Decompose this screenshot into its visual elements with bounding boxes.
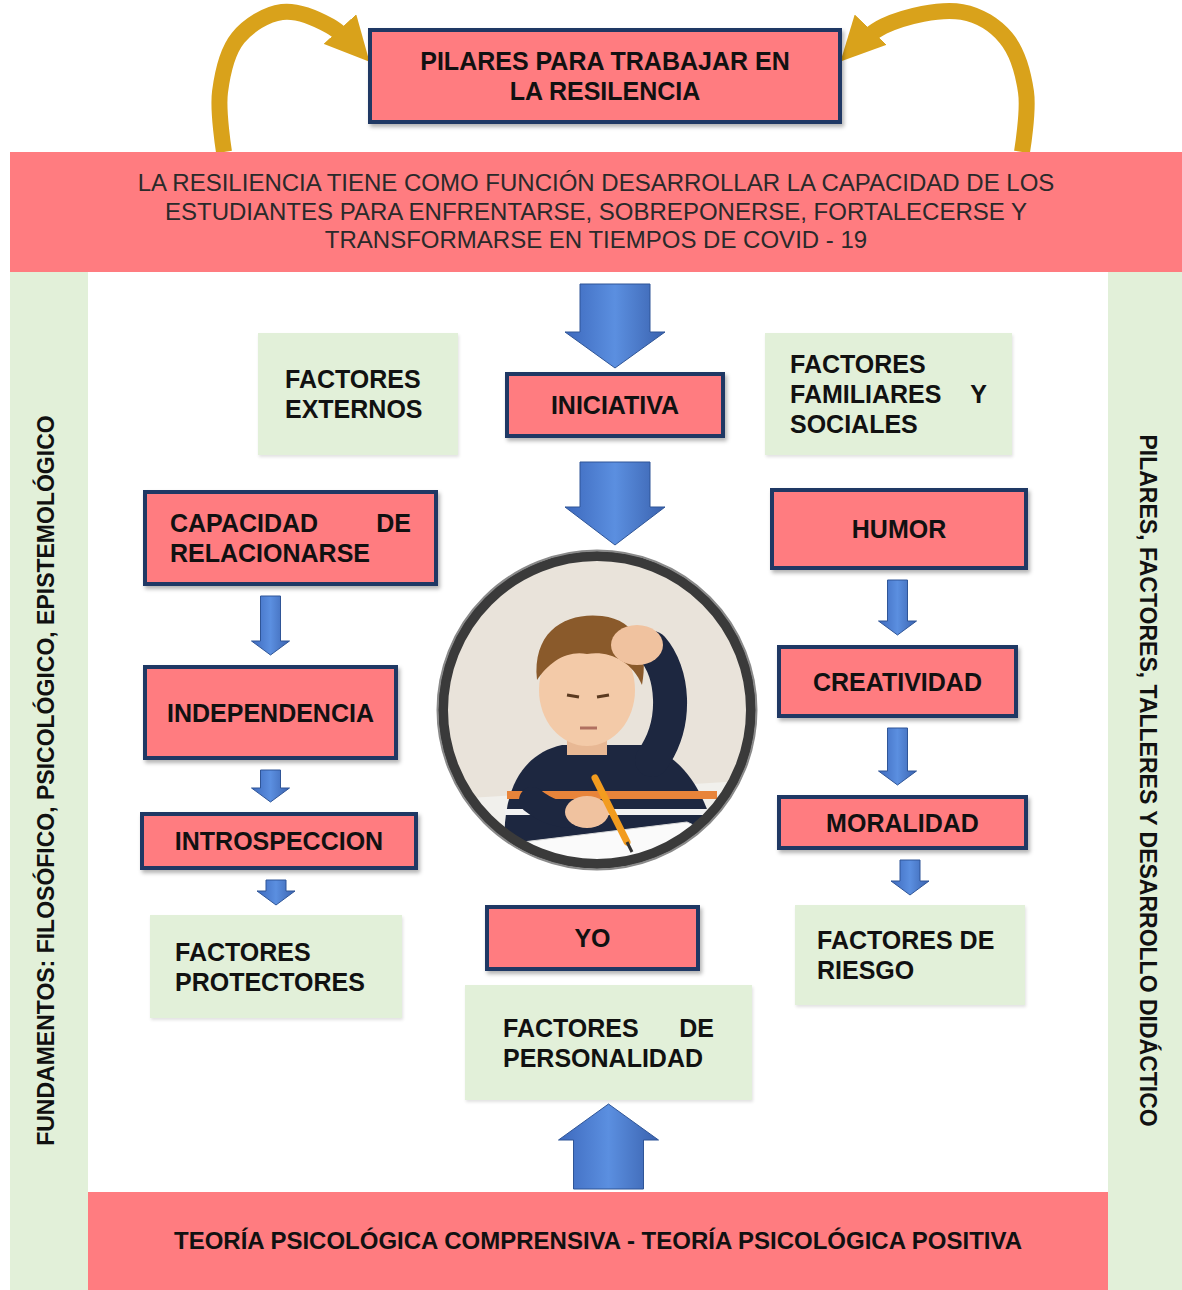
raised-arm (652, 648, 670, 760)
side-strip: PILARES, FACTORES, TALLERES Y DESARROLLO… (1108, 272, 1182, 1290)
node-text: HUMOR (786, 514, 1012, 544)
factor-box: FACTORES PROTECTORES (150, 915, 402, 1018)
hand (611, 625, 663, 665)
node-text: FACTORES FAMILIARES Y SOCIALES (790, 349, 987, 439)
factor-box: FACTORES DE PERSONALIDAD (465, 985, 752, 1100)
side-strip: FUNDAMENTOS: FILOSÓFICO, PSICOLÓGICO, EP… (10, 272, 88, 1290)
pencil (595, 778, 627, 842)
block-arrow (252, 770, 290, 802)
picture-frame-edge (438, 551, 757, 870)
hand (565, 796, 609, 828)
factor-box: FACTORES EXTERNOS (258, 333, 458, 455)
node-text: INDEPENDENCIA (159, 698, 382, 728)
pillar-box: CAPACIDAD DE RELACIONARSE (143, 490, 438, 586)
pillar-box: HUMOR (770, 488, 1028, 570)
factor-box: FACTORES FAMILIARES Y SOCIALES (765, 333, 1012, 455)
eye (597, 695, 609, 697)
student-picture (437, 550, 757, 880)
picture-content (437, 550, 757, 880)
node-text: INICIATIVA (521, 390, 709, 420)
block-arrow (252, 596, 290, 655)
pillar-box: YO (485, 905, 700, 971)
factor-box: FACTORES DE RIESGO (795, 905, 1025, 1005)
block-arrow (879, 728, 917, 785)
statement-band: LA RESILIENCIA TIENE COMO FUNCIÓN DESARR… (10, 152, 1182, 272)
node-text: PILARES PARA TRABAJAR EN LA RESILENCIA (407, 46, 803, 106)
node-text: MORALIDAD (793, 808, 1012, 838)
side-label: FUNDAMENTOS: FILOSÓFICO, PSICOLÓGICO, EP… (33, 272, 64, 1290)
theory-band: TEORÍA PSICOLÓGICA COMPRENSIVA - TEORÍA … (88, 1192, 1108, 1290)
eye (567, 695, 579, 697)
node-text: CREATIVIDAD (793, 667, 1002, 697)
block-arrow (257, 880, 295, 905)
pillar-box: INICIATIVA (505, 372, 725, 438)
side-label: PILARES, FACTORES, TALLERES Y DESARROLLO… (1129, 272, 1160, 1290)
node-text: TEORÍA PSICOLÓGICA COMPRENSIVA - TEORÍA … (108, 1227, 1088, 1256)
node-text: FACTORES PROTECTORES (175, 937, 377, 997)
node-text: INTROSPECCION (156, 826, 402, 856)
node-text: FACTORES DE RIESGO (817, 925, 1003, 985)
curved-arrow (842, 11, 1027, 152)
curved-arrow (219, 12, 368, 152)
node-text: FACTORES EXTERNOS (285, 364, 431, 424)
node-text: FACTORES DE PERSONALIDAD (503, 1013, 714, 1073)
block-arrow (565, 284, 665, 368)
title-box: PILARES PARA TRABAJAR EN LA RESILENCIA (368, 28, 842, 124)
node-text: LA RESILIENCIA TIENE COMO FUNCIÓN DESARR… (90, 169, 1102, 255)
pillar-box: CREATIVIDAD (777, 645, 1018, 718)
mouth (580, 727, 597, 730)
pillar-box: INDEPENDENCIA (143, 665, 398, 760)
pillar-box: MORALIDAD (777, 795, 1028, 850)
picture-frame (443, 556, 751, 864)
pencil-tip (627, 842, 632, 852)
block-arrow (891, 860, 929, 895)
node-text: YO (501, 923, 684, 953)
picture-background (437, 550, 757, 870)
block-arrow (559, 1104, 659, 1189)
pillar-box: INTROSPECCION (140, 812, 418, 870)
block-arrow (879, 580, 917, 635)
block-arrow (565, 462, 665, 545)
node-text: CAPACIDAD DE RELACIONARSE (170, 508, 411, 568)
